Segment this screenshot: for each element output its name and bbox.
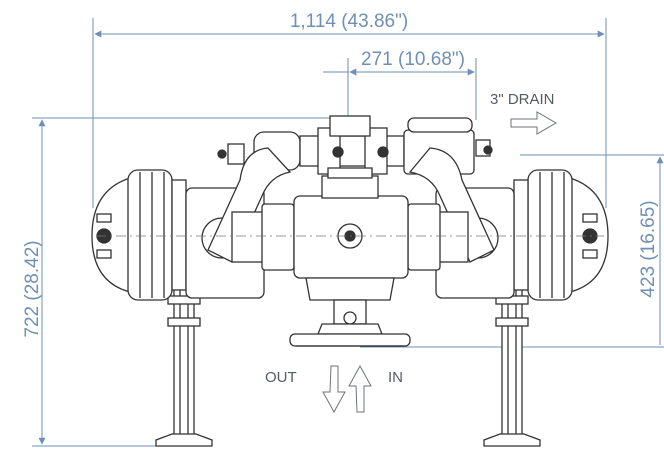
right-stand (483, 287, 541, 447)
right-end-cap (513, 169, 609, 301)
drain-label: 3" DRAIN (490, 91, 555, 108)
drain-arrow-icon (510, 111, 557, 135)
valve-assembly (91, 115, 609, 447)
bottom-base (289, 323, 411, 347)
central-manifold (231, 167, 469, 325)
overall-height-label: 722 (28.42) (22, 240, 43, 337)
out-arrow-icon (322, 365, 346, 414)
in-arrow-icon (348, 364, 372, 413)
left-stand (155, 287, 213, 447)
dimension-lines (32, 18, 664, 447)
overall-width-label: 1,114 (43.86") (290, 11, 408, 32)
center-offset-label: 271 (10.68") (361, 49, 465, 70)
pipe-height-label: 423 (16.65) (638, 200, 659, 297)
out-label: OUT (265, 369, 297, 386)
in-label: IN (388, 369, 403, 386)
left-end-cap (91, 169, 187, 301)
right-elbow-pipe (408, 147, 495, 263)
